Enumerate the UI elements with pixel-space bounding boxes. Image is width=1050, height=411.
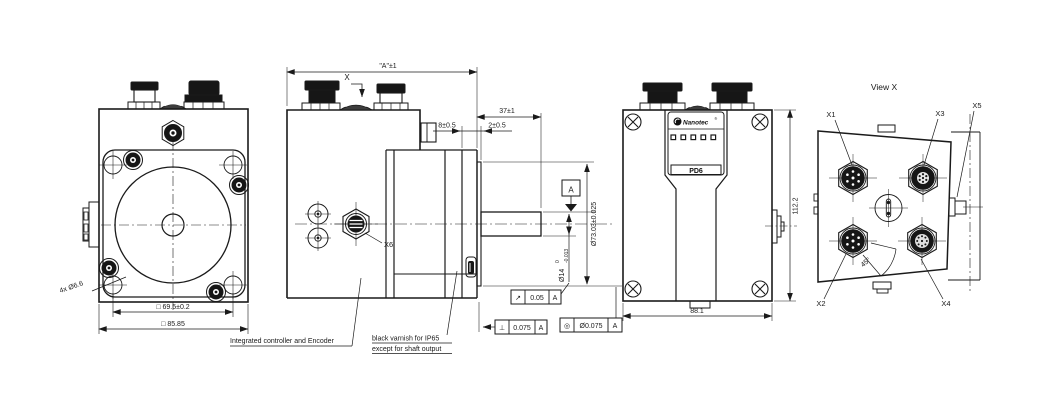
view-x-top-tab — [877, 124, 896, 133]
rear-bottom-bump — [689, 300, 711, 309]
view-x-connector-x2 — [829, 217, 877, 265]
view-x-behind-lines — [948, 114, 983, 293]
rear-top-connector-right — [709, 82, 755, 111]
dim-shaft-total: 37±1 — [499, 108, 515, 115]
note-varnish-line1: black varnish for IP65 — [372, 336, 439, 343]
rear-x5-connector — [771, 209, 785, 244]
view-x-marker: X — [344, 73, 350, 82]
front-view: □ 69.5±0.2 □ 85.85 4x Ø6.6 — [59, 80, 249, 334]
front-top-connector-left — [127, 81, 161, 110]
dim-pilot-diameter: Ø73.03±0.025 — [591, 202, 598, 246]
view-x-title: View X — [871, 82, 898, 92]
status-leds — [670, 134, 717, 141]
front-side-connector — [82, 201, 100, 248]
front-mounting-holes — [99, 151, 247, 299]
gdt-runout-value: 0.05 — [530, 295, 544, 302]
rear-body-outline — [622, 109, 773, 302]
rear-corner-screws — [624, 113, 769, 298]
note-varnish-line2: except for shaft output — [372, 346, 441, 353]
gdt-runout-datum: A — [553, 295, 558, 302]
dim-width: 88.1 — [690, 308, 704, 315]
gdt-perp-symbol: ⊥ — [499, 325, 505, 332]
side-view: X — [230, 63, 623, 354]
datum-a-label: A — [568, 186, 574, 195]
gdt-conc-value: Ø0.075 — [580, 323, 603, 330]
brand-text: Nanotec — [683, 120, 709, 127]
nanotec-logo — [673, 117, 682, 126]
gdt-conc-symbol: ◎ — [564, 323, 570, 330]
view-x-arrow — [351, 83, 365, 98]
note-varnish: black varnish for IP65 except for shaft … — [372, 270, 458, 354]
side-right-bump — [420, 122, 437, 143]
view-x-connector-x1 — [829, 154, 877, 202]
x5-label: X5 — [972, 101, 981, 110]
dim-body-size: □ 85.85 — [161, 321, 185, 328]
rear-dimensions — [622, 109, 796, 321]
note-controller-text: Integrated controller and Encoder — [230, 338, 335, 345]
side-top-vent-dome — [338, 103, 374, 111]
x3-label: X3 — [935, 109, 944, 118]
note-controller: Integrated controller and Encoder — [230, 277, 362, 347]
front-flange — [102, 149, 246, 298]
gdt-concentricity-frame: ◎ Ø0.075 A — [559, 287, 623, 333]
x6-label: X6 — [384, 240, 393, 249]
gdt-perpendicularity-frame: ⊥ 0.075 A — [482, 319, 548, 335]
rear-top-vent-dome — [683, 104, 712, 111]
front-dimensions — [91, 276, 249, 334]
dim-overall-length: "A"±1 — [379, 63, 396, 70]
datum-a — [561, 179, 581, 212]
svg-text:Ø14: Ø14 — [559, 269, 566, 282]
dim-bolt-circle: □ 69.5±0.2 — [156, 304, 189, 311]
dim-height: 112.2 — [793, 197, 800, 214]
x4-label: X4 — [941, 299, 950, 308]
side-screw-ports — [305, 201, 331, 251]
side-x6-connector — [334, 202, 378, 246]
view-x-left-tabs — [813, 193, 819, 215]
side-top-connector-right — [373, 83, 409, 111]
view-x-angle-callout — [862, 242, 897, 277]
view-x-connector-x4 — [898, 217, 946, 265]
front-top-connector-right — [183, 80, 225, 110]
angle-45-label: 45° — [859, 256, 872, 269]
x2-label: X2 — [816, 299, 825, 308]
holes-callout: 4x Ø6.6 — [59, 280, 85, 295]
gdt-perp-value: 0.075 — [513, 325, 531, 332]
rear-view: Nanotec ® PD6 — [622, 82, 800, 321]
gdt-perp-datum: A — [539, 325, 544, 332]
dim-pilot-length: 2±0.5 — [488, 123, 506, 130]
side-controller-outline — [286, 109, 421, 298]
rear-label-plate: Nanotec ® PD6 — [664, 110, 728, 301]
view-x: View X — [813, 82, 983, 308]
view-x-bottom-tab — [872, 281, 892, 294]
view-x-leaders — [823, 110, 975, 300]
rear-top-connector-left — [639, 82, 686, 111]
view-x-connector-x3 — [899, 154, 947, 202]
front-flange-screws — [99, 150, 249, 302]
side-top-connector-left — [301, 80, 341, 111]
svg-text:0: 0 — [555, 260, 561, 263]
dim-flange-thickness: 8±0.5 — [438, 123, 456, 130]
model-text: PD6 — [689, 168, 703, 175]
svg-text:-0.013: -0.013 — [564, 249, 570, 263]
view-x-x5-plug — [948, 197, 967, 217]
brand-mark: ® — [715, 117, 718, 121]
x1-label: X1 — [826, 110, 835, 119]
gdt-runout-frame: ↗ 0.05 A — [510, 282, 570, 305]
side-bottom-plug — [465, 256, 477, 278]
gdt-runout-symbol: ↗ — [515, 295, 521, 302]
gdt-conc-datum: A — [613, 323, 618, 330]
side-extension-lines — [286, 67, 622, 332]
dim-shaft-dia-text: Ø14 0 -0.013 — [555, 249, 570, 282]
view-x-body — [817, 130, 952, 283]
view-x-center-adjuster — [869, 189, 908, 227]
